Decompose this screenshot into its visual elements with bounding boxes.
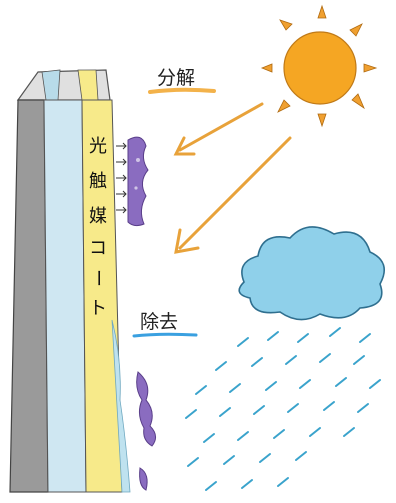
wall-gray-section	[9, 99, 49, 493]
sunlight-arrowhead-2	[174, 228, 200, 254]
cloud-shape	[238, 226, 386, 321]
rain-icon	[185, 327, 381, 491]
decompose-arrows	[116, 142, 127, 214]
coating-section	[81, 99, 123, 493]
sunlight-arrow-2	[178, 136, 292, 250]
coating-char-2: 触	[89, 171, 107, 192]
coating-char-5: ー	[87, 269, 108, 287]
glass-section	[43, 99, 87, 493]
coating-label: 光 触 媒 コ ー ト	[87, 136, 108, 319]
dirt-upper	[127, 136, 149, 227]
decompose-label: 分解	[157, 67, 195, 89]
cloud-icon	[238, 226, 386, 321]
sunlight-arrows	[173, 102, 292, 254]
sun-icon	[260, 4, 378, 128]
coating-char-1: 光	[89, 136, 107, 157]
remove-label-group: 除去	[132, 311, 198, 338]
dirt-lower	[136, 371, 156, 447]
water-runoff	[111, 319, 131, 493]
coating-char-6: ト	[89, 298, 107, 319]
remove-label: 除去	[140, 311, 178, 333]
sun-rays	[260, 4, 378, 128]
decompose-label-group: 分解	[148, 67, 216, 94]
decompose-underline	[148, 87, 216, 94]
dirt-bottom	[139, 467, 148, 491]
coating-char-4: コ	[89, 238, 107, 259]
sunlight-arrow-1	[178, 102, 264, 152]
building-icon	[9, 69, 131, 493]
sun-body	[283, 31, 357, 105]
dirt-icon	[127, 136, 156, 491]
building-top-coating	[77, 69, 99, 101]
remove-underline	[132, 332, 198, 338]
sunlight-arrowhead-1	[173, 136, 196, 156]
coating-char-3: 媒	[89, 206, 107, 227]
